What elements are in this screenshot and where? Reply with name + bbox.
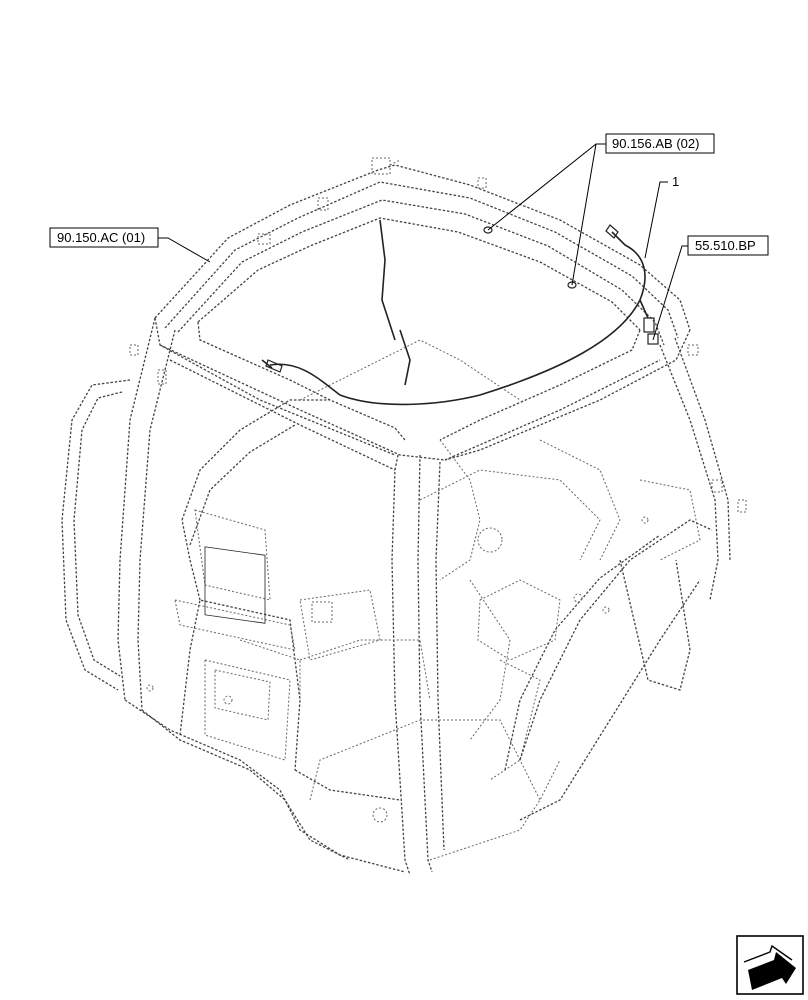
- next-page-arrow-icon[interactable]: [736, 935, 804, 995]
- callout-90156ab: 90.156.AB (02): [487, 133, 715, 286]
- callout-label-90156ab: 90.156.AB (02): [612, 136, 699, 151]
- cab-pillars: [61, 317, 731, 876]
- cab-floor: [124, 519, 561, 873]
- callout-label-90150ac: 90.150.AC (01): [57, 230, 145, 245]
- roof-connectors: [129, 157, 747, 513]
- fuse-block: [204, 546, 266, 624]
- roof-frame: [154, 164, 691, 471]
- callout-90150ac: 90.150.AC (01): [49, 227, 211, 263]
- callout-label-55510bp: 55.510.BP: [695, 238, 756, 253]
- dashboard: [299, 339, 701, 781]
- right-fender: [469, 516, 713, 821]
- callout-item-1: 1: [644, 174, 679, 259]
- item-number-label: 1: [672, 174, 679, 189]
- left-console: [174, 399, 330, 761]
- callout-55510bp: 55.510.BP: [652, 235, 769, 341]
- roof-harness: [261, 219, 659, 406]
